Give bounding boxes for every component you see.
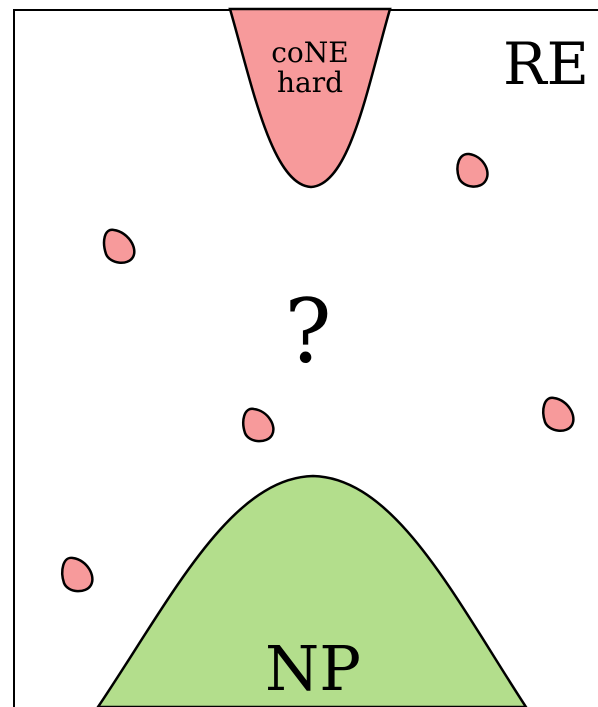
unknown-question-mark: ? xyxy=(284,280,331,383)
cone-label-line1: coNE xyxy=(271,36,348,69)
re-region-border xyxy=(13,9,598,707)
cone-label-line2: hard xyxy=(277,66,343,99)
np-label: NP xyxy=(265,632,361,705)
blob-5 xyxy=(61,556,94,593)
blob-4 xyxy=(542,396,575,432)
np-region xyxy=(96,474,528,707)
blob-1 xyxy=(456,152,489,188)
re-label: RE xyxy=(503,30,589,98)
blob-3 xyxy=(242,407,275,443)
cone-hard-region xyxy=(228,7,392,189)
blob-2 xyxy=(102,228,136,264)
